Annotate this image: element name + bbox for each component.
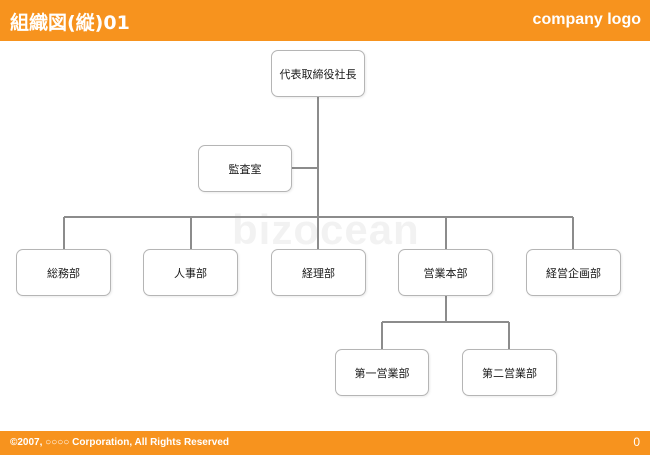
page-title: 組織図(縦)01 (10, 12, 130, 34)
page-number: 0 (633, 435, 640, 449)
node-accounting: 経理部 (271, 249, 366, 296)
node-general-affairs: 総務部 (16, 249, 111, 296)
node-sales-hq: 営業本部 (398, 249, 493, 296)
company-logo: company logo (532, 11, 641, 28)
node-sales2: 第二営業部 (462, 349, 557, 396)
header-bar: 組織図(縦)01 company logo (0, 0, 650, 41)
node-sales1: 第一営業部 (335, 349, 429, 396)
node-planning: 経営企画部 (526, 249, 621, 296)
node-hr: 人事部 (143, 249, 238, 296)
copyright-text: ©2007, ○○○○ Corporation, All Rights Rese… (10, 437, 229, 448)
node-audit: 監査室 (198, 145, 292, 192)
footer-bar: ©2007, ○○○○ Corporation, All Rights Rese… (0, 431, 650, 455)
node-president: 代表取締役社長 (271, 50, 365, 97)
